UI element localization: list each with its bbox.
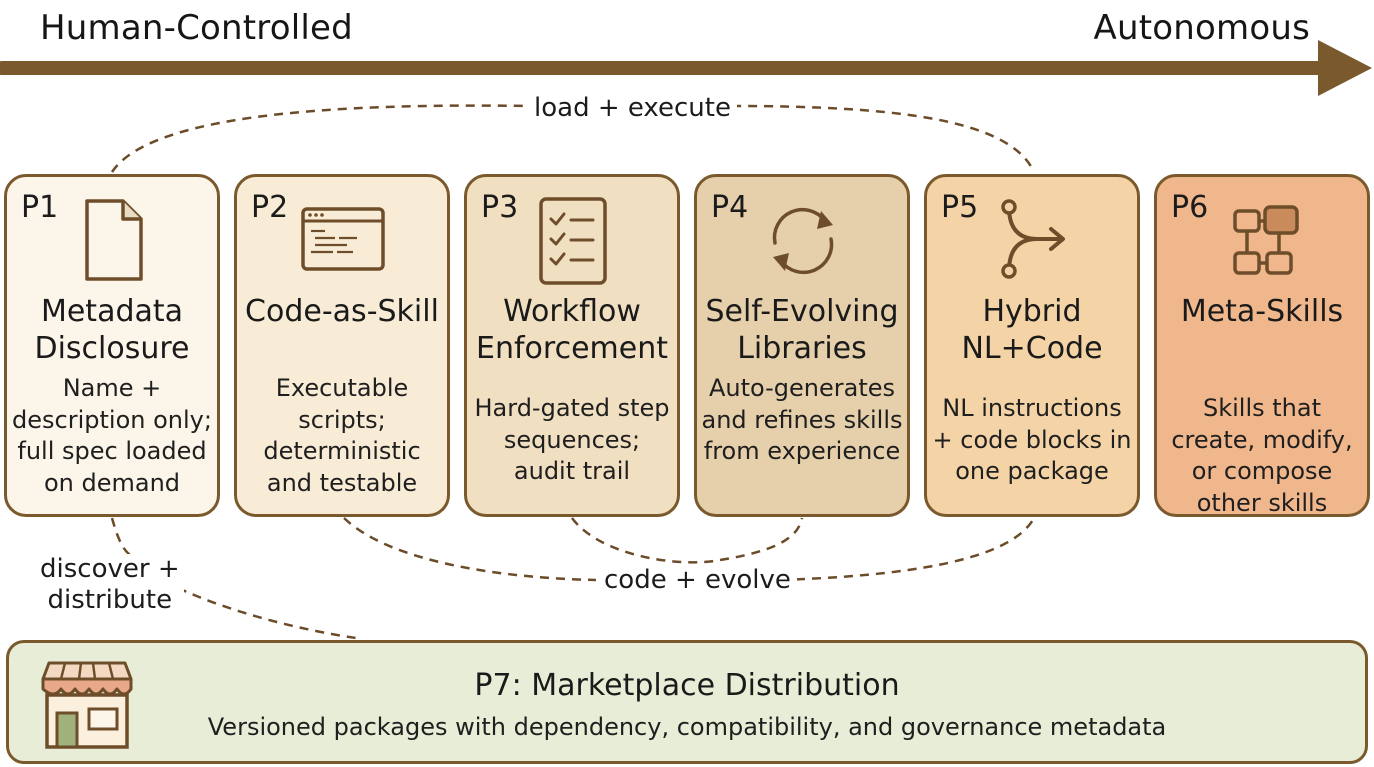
card-description: Hard-gated step sequences; audit trail [474, 394, 670, 485]
card-id: P4 [711, 190, 749, 225]
connected-nodes-icon [1233, 205, 1299, 275]
card-description: Name + description only; full spec loade… [12, 374, 212, 497]
load-execute-connector [110, 104, 1036, 173]
card-id: P6 [1171, 190, 1209, 225]
card-title: Self-Evolving Libraries [705, 294, 899, 366]
card-p6: P6 Meta-Skills Skills that create, modif… [1154, 174, 1370, 517]
marketplace-title: P7: Marketplace Distribution [474, 668, 900, 703]
card-title: Workflow Enforcement [476, 294, 668, 366]
card-p5: P5 Hybrid NL+Code NL instructions + code… [924, 174, 1140, 517]
card-p7-marketplace: P7: Marketplace Distribution Versioned p… [6, 640, 1368, 764]
card-id: P3 [481, 190, 519, 225]
checklist-icon [539, 197, 607, 285]
card-p3: P3 Workflow Enforcement Hard-gated step … [464, 174, 680, 517]
load-execute-label: load + execute [528, 92, 737, 124]
autonomy-axis-arrowhead [1318, 40, 1372, 96]
p3-p4-connector [570, 517, 804, 564]
merge-arrow-icon [1001, 199, 1065, 279]
card-title: Hybrid NL+Code [961, 294, 1103, 366]
card-id: P1 [21, 190, 59, 225]
card-title: Meta-Skills [1180, 294, 1344, 329]
card-description: Executable scripts; deterministic and te… [263, 374, 421, 497]
card-id: P2 [251, 190, 289, 225]
card-id: P5 [941, 190, 979, 225]
code-evolve-connector [343, 517, 1036, 582]
card-p2: P2 Code-as-Skill Executable scripts; det… [234, 174, 450, 517]
axis-right-label: Autonomous [1093, 8, 1310, 48]
document-icon [85, 199, 143, 281]
card-description: NL instructions + code blocks in one pac… [932, 394, 1132, 485]
card-title: Metadata Disclosure [34, 294, 190, 366]
discover-distribute-connector [110, 517, 357, 640]
code-evolve-label: code + evolve [598, 564, 797, 596]
marketplace-description: Versioned packages with dependency, comp… [207, 713, 1167, 741]
refresh-cycle-icon [772, 207, 834, 275]
axis-left-label: Human-Controlled [40, 8, 353, 48]
card-description: Skills that create, modify, or compose o… [1171, 394, 1353, 517]
card-description: Auto-generates and refines skills from e… [701, 374, 903, 465]
card-p1: P1 Metadata Disclosure Name + descriptio… [4, 174, 220, 517]
card-title: Code-as-Skill [245, 294, 439, 329]
card-p4: P4 Self-Evolving Libraries Auto-generate… [694, 174, 910, 517]
discover-distribute-label: discover + distribute [36, 554, 184, 616]
storefront-icon [41, 661, 133, 749]
code-window-icon [301, 207, 385, 271]
